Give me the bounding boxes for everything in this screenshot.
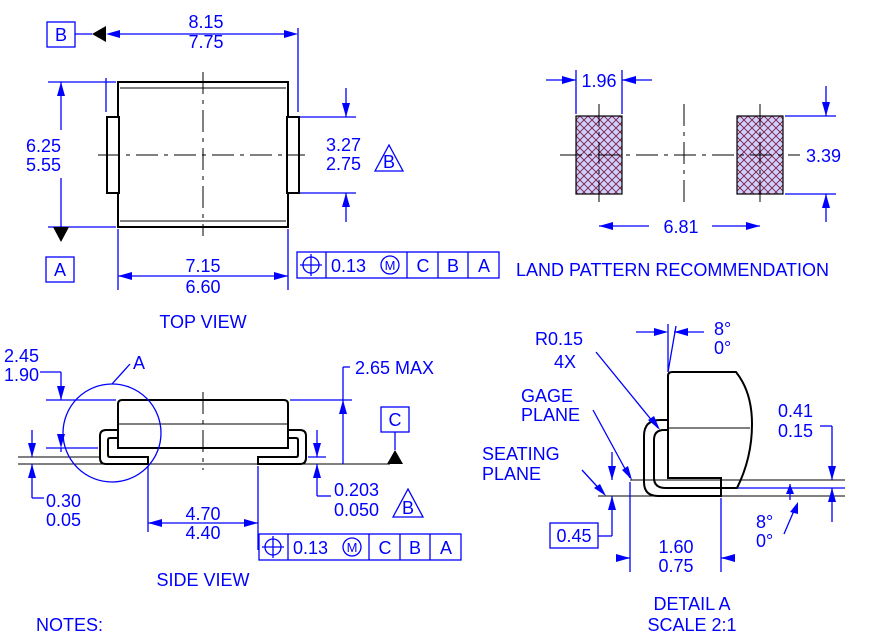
notes-title: NOTES:	[36, 615, 103, 635]
top-height-max: 6.25	[26, 136, 61, 156]
top-lead-note: B	[383, 152, 395, 172]
side-height-max: 2.45	[4, 346, 39, 366]
detail-seating-1: SEATING	[482, 444, 560, 464]
detail-title: DETAIL A	[653, 594, 730, 614]
detail-angle-bot-max: 8°	[756, 512, 773, 532]
land-pad-spacing: 6.81	[663, 217, 698, 237]
detail-gage-dist: 0.45	[556, 526, 591, 546]
detail-lead-max: 0.41	[778, 401, 813, 421]
top-view: 8.15 7.75 B 6.25 5.55 A 3.27 2.75 B	[26, 12, 500, 332]
fcf-top-datum-2: B	[447, 256, 459, 276]
side-foot-max: 4.70	[185, 504, 220, 524]
side-thick-note: B	[402, 498, 414, 518]
detail-radius: R0.15	[535, 329, 583, 349]
detail-angle-top-max: 8°	[714, 319, 731, 339]
side-view-title: SIDE VIEW	[156, 570, 249, 590]
land-pattern: 1.96 3.39 6.81 LAND PATTERN RECOMMENDATI…	[516, 70, 841, 280]
side-view-lead-right	[257, 429, 307, 465]
detail-angle-top-min: 0°	[714, 338, 731, 358]
datum-a-label: A	[54, 260, 66, 280]
side-foot-min: 4.40	[185, 523, 220, 543]
detail-scale: SCALE 2:1	[647, 615, 736, 635]
top-view-title: TOP VIEW	[159, 312, 246, 332]
top-width-max: 8.15	[188, 12, 223, 32]
datum-b-label: B	[55, 25, 67, 45]
land-pad-width: 1.96	[581, 71, 616, 91]
fcf-top-modifier: M	[385, 258, 396, 273]
top-width-min: 7.75	[188, 32, 223, 52]
side-overall-height: 2.65 MAX	[355, 358, 434, 378]
detail-foot-max: 1.60	[658, 537, 693, 557]
fcf-side-datum-2: B	[409, 538, 421, 558]
side-standoff-min: 0.05	[46, 510, 81, 530]
top-body-max: 7.15	[185, 256, 220, 276]
fcf-top-tolerance: 0.13	[331, 256, 366, 276]
side-standoff-max: 0.30	[46, 491, 81, 511]
side-detail-ref: A	[133, 353, 145, 373]
detail-radius-count: 4X	[554, 352, 576, 372]
fcf-side-tolerance: 0.13	[293, 538, 328, 558]
side-thick-max: 0.203	[334, 480, 379, 500]
detail-lead	[643, 419, 722, 497]
top-lead-max: 3.27	[326, 135, 361, 155]
side-thick-min: 0.050	[334, 500, 379, 520]
land-pattern-title: LAND PATTERN RECOMMENDATION	[516, 260, 829, 280]
detail-body	[667, 371, 754, 489]
datum-c-label: C	[389, 410, 402, 430]
side-view: A 2.45 1.90 2.65 MAX C 0.30 0.05	[4, 346, 462, 590]
fcf-top-datum-3: A	[478, 256, 490, 276]
detail-angle-bot-min: 0°	[756, 531, 773, 551]
top-height-min: 5.55	[26, 155, 61, 175]
detail-a: 8° 0° R0.15 4X GAGE PLANE SEATING PLANE …	[482, 319, 845, 635]
side-view-lead-left	[99, 429, 149, 465]
top-lead-min: 2.75	[326, 154, 361, 174]
top-body-min: 6.60	[185, 277, 220, 297]
detail-gage-2: PLANE	[521, 405, 580, 425]
detail-seating-2: PLANE	[482, 464, 541, 484]
fcf-top: 0.13 M C B A	[296, 251, 500, 279]
fcf-top-datum-1: C	[417, 256, 430, 276]
land-pad-height: 3.39	[806, 146, 841, 166]
detail-gage-1: GAGE	[521, 386, 573, 406]
side-view-body	[117, 399, 289, 449]
fcf-side-modifier: M	[347, 540, 358, 555]
side-height-min: 1.90	[4, 365, 39, 385]
detail-lead-min: 0.15	[778, 421, 813, 441]
fcf-side-datum-1: C	[379, 538, 392, 558]
fcf-side-datum-3: A	[440, 538, 452, 558]
fcf-side: 0.13 M C B A	[258, 533, 462, 561]
detail-foot-min: 0.75	[658, 556, 693, 576]
